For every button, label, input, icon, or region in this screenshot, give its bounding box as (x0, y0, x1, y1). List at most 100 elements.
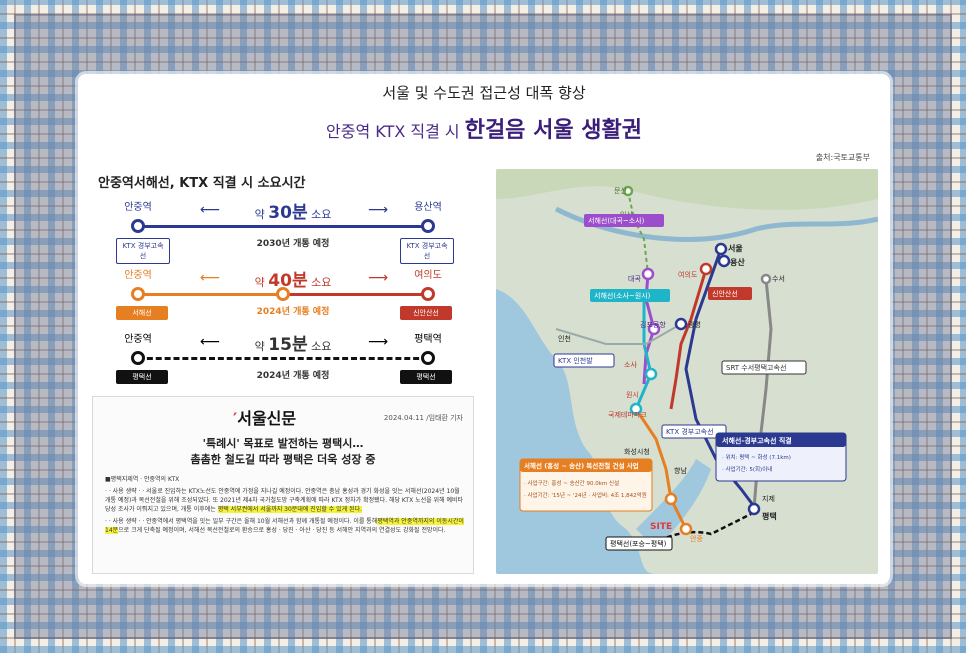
route-line-seohae (138, 293, 283, 296)
travel-time-title: 안중역서해선, KTX 직결 시 소요시간 (98, 176, 306, 191)
news-meta: 2024.04.11 /임태환 기자 (383, 414, 463, 422)
ktx-incheon-line (555, 323, 682, 345)
route-tag-right: 신안산선 (400, 306, 452, 320)
map-label: 서해선(소사~원시) (594, 291, 651, 300)
box-line: · 사업기간: 5(회)이내 (722, 465, 772, 473)
station-node (717, 254, 731, 268)
station-label: 지제 (762, 494, 775, 503)
map-label: KTX 경부고속선 (666, 427, 714, 436)
orange-info-box: 서해선 (홍성 ~ 송산) 복선전철 건설 사업 · 사업구간: 홍성 ~ 송산… (519, 458, 653, 512)
route-to-station: 용산역 (414, 202, 442, 213)
source-credit: 출처:국토교통부 (815, 153, 870, 162)
map-river (554, 206, 878, 242)
headline-lead: 안중역 KTX 직결 시 (326, 122, 465, 141)
arrow-right-icon: ⟶ (368, 334, 389, 350)
station-node (131, 219, 145, 233)
station-node (674, 317, 688, 331)
station-node (647, 322, 661, 336)
station-label: 광명 (688, 320, 701, 329)
headline-subtitle: 서울 및 수도권 접근성 대폭 향상 (382, 84, 586, 102)
map-north (496, 169, 878, 210)
station-node (131, 351, 145, 365)
news-body: ■평택지제역 · 안중역의 KTX · · 사용 생략 · · 서울로 진입하는… (105, 475, 465, 538)
route-time: 약 40분 소요 (254, 271, 332, 291)
ktx-gyeongbu-line (684, 248, 758, 510)
site-label: SITE (650, 522, 672, 532)
infographic-card: 서울 및 수도권 접근성 대폭 향상 안중역 KTX 직결 시 한걸음 서울 생… (78, 74, 890, 584)
news-paragraph-2: · · 사용 생략 · · 안중역에서 평택역을 잇는 일부 구간은 올해 10… (105, 518, 464, 534)
route-time: 약 15분 소요 (254, 335, 332, 355)
station-label: 여의도 (678, 270, 698, 279)
station-node (664, 492, 678, 506)
route-line (138, 225, 428, 228)
news-highlight: 평택 서부권에서 서울까지 30분대에 진입할 수 있게 된다. (217, 506, 363, 513)
news-clipping: ′서울신문 2024.04.11 /임태환 기자 '특례시' 목표로 발전하는 … (92, 396, 474, 574)
seohae-mid-line (634, 299, 653, 410)
route-tag-right: KTX 경부고속선 (400, 238, 454, 264)
arrow-left-icon: ⟵ (200, 202, 221, 218)
route-from-station: 안중역 (124, 334, 152, 345)
box-title: 서해선-경부고속선 직결 (722, 436, 792, 445)
station-node (699, 262, 713, 276)
blue-info-box: 서해선-경부고속선 직결 · 위치: 평택 ~ 화성 (7.1km) · 사업기… (715, 432, 847, 482)
gyeongui-line (627, 190, 649, 275)
route-line (138, 357, 428, 360)
map-label-box (605, 536, 673, 551)
map-label-box (590, 289, 670, 302)
station-node (714, 242, 728, 256)
news-bullet-title: ■평택지제역 · 안중역의 KTX (105, 476, 180, 483)
arrow-left-icon: ⟵ (200, 334, 221, 350)
map-label-box (584, 214, 664, 227)
station-node (641, 267, 655, 281)
station-label: 국제테마파크 (608, 410, 647, 419)
news-paragraph-1: · · 사용 생략 · · 서울로 진입하는 KTX노선도 안중역에 가정을 지… (105, 488, 464, 513)
news-headline-1: '특례시' 목표로 발전하는 평택시… (202, 437, 364, 450)
route-to-station: 평택역 (414, 334, 442, 345)
station-label: 용산 (730, 257, 745, 267)
map-label-box (708, 287, 752, 300)
map-label: SRT 수서평택고속선 (726, 363, 786, 372)
route-opening-note: 2024년 개통 예정 (256, 307, 330, 317)
station-node (131, 287, 145, 301)
station-node (760, 273, 772, 285)
map-label-box (721, 360, 807, 375)
station-label: 수서 (772, 274, 785, 283)
station-node (644, 367, 658, 381)
route-tag-right: 평택선 (400, 370, 452, 384)
station-label: 화성시청 (624, 447, 650, 456)
route-from-station: 안중역 (124, 270, 152, 281)
map-label: 신안산선 (712, 289, 738, 298)
news-logo: ′서울신문 (233, 409, 297, 428)
station-label: 평택 (762, 511, 777, 521)
station-label: 소사 (624, 360, 637, 369)
route-from-station: 안중역 (124, 202, 152, 213)
station-label: 안중 (690, 534, 703, 543)
station-node (747, 502, 761, 516)
railway-map: 문산 일산 대곡 김포공항 여의도 서울 용산 수서 인천 소사 광명 원시 국… (496, 169, 878, 574)
transfer-node (276, 287, 290, 301)
arrow-left-icon: ⟵ (200, 270, 221, 286)
box-line: · 위치: 평택 ~ 화성 (7.1km) (722, 453, 791, 461)
station-node (421, 219, 435, 233)
station-node (679, 522, 693, 536)
station-label: 인천 (558, 334, 571, 343)
route-tag-left: 평택선 (116, 370, 168, 384)
route-tag-left: KTX 경부고속선 (116, 238, 170, 264)
headline-emphasis: 한걸음 서울 생활권 (464, 118, 642, 143)
station-label: 문산 (614, 186, 627, 195)
map-label-box (661, 424, 727, 439)
station-node (622, 185, 634, 197)
route-opening-note: 2024년 개통 예정 (256, 371, 330, 381)
route-tag-left: 서해선 (116, 306, 168, 320)
station-node (421, 351, 435, 365)
station-label: 향남 (674, 466, 687, 475)
map-label: KTX 인천발 (558, 356, 593, 365)
map-label: 평택선(포승~평택) (610, 539, 667, 548)
route-pyeongtaek: 안중역 평택역 ⟵ 약 15분 소요 ⟶ 2024년 개통 예정 평택선 평택선 (116, 330, 468, 410)
station-node (421, 287, 435, 301)
arrow-right-icon: ⟶ (368, 270, 389, 286)
route-yongsan: 안중역 용산역 ⟵ 약 30분 소요 ⟶ 2030년 개통 예정 KTX 경부고… (116, 198, 468, 278)
station-node (629, 402, 643, 416)
news-headline-2: 촘촘한 철도길 따라 평택은 더욱 성장 중 (190, 453, 376, 466)
map-label: 서해선(대곡~소사) (588, 216, 645, 225)
